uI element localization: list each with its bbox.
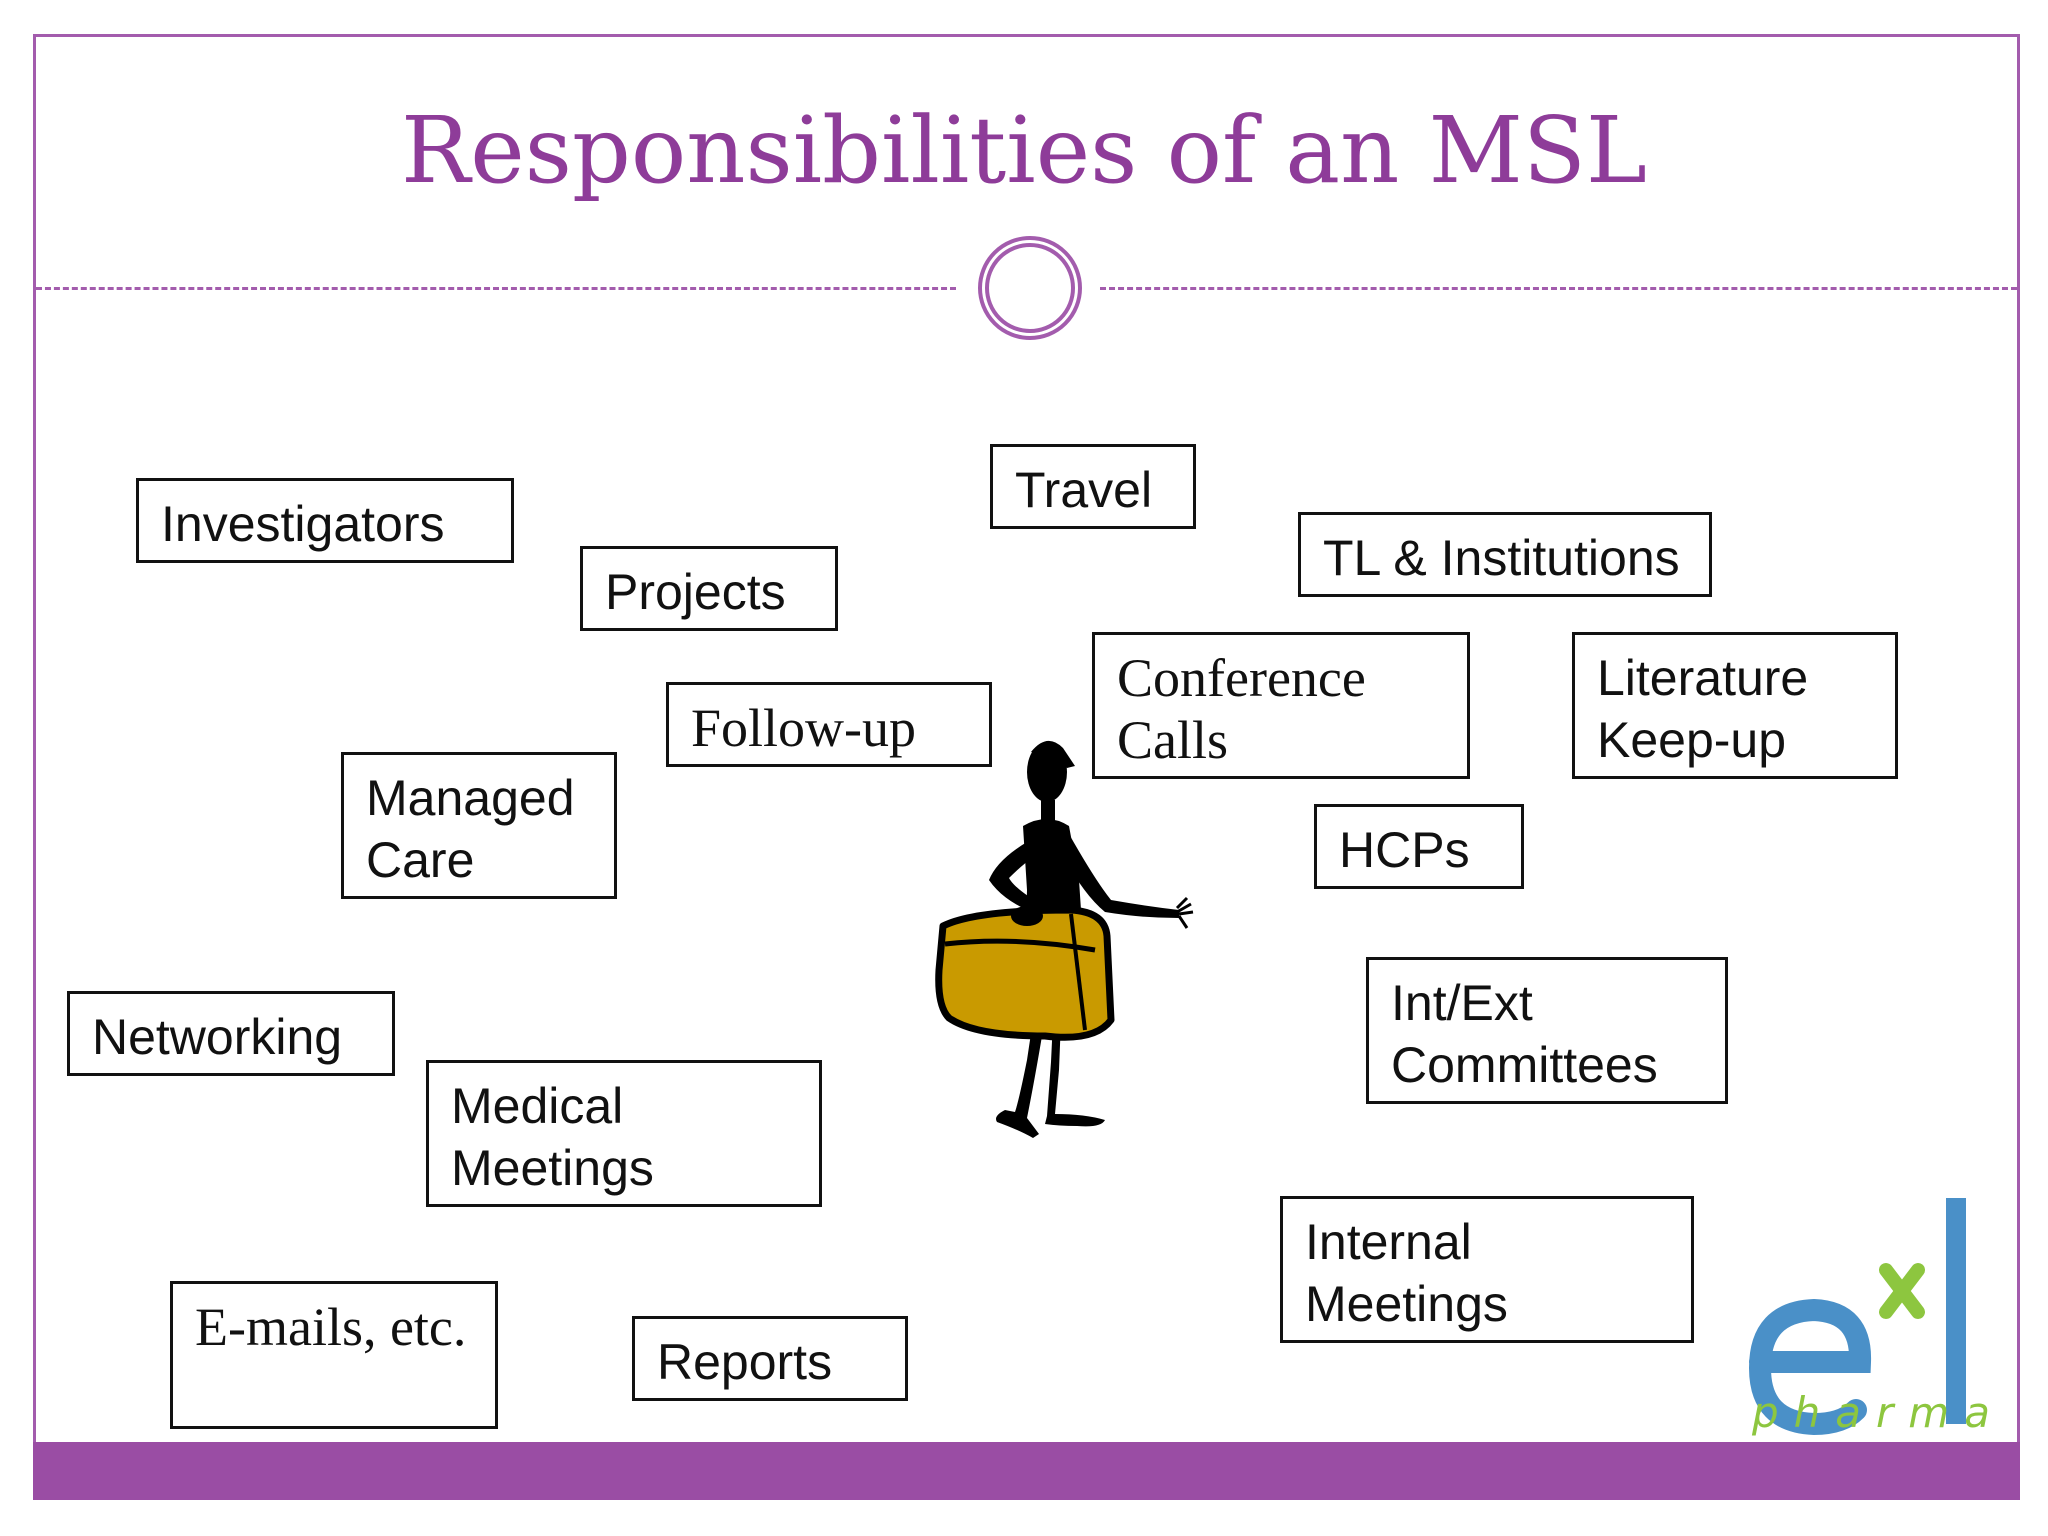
- box-conference-calls: Conference Calls: [1092, 632, 1470, 779]
- box-follow-up: Follow-up: [666, 682, 992, 767]
- logo-tagline: pharma: [1752, 1388, 2005, 1437]
- box-internal-meetings: Internal Meetings: [1280, 1196, 1694, 1343]
- circle-ornament-icon: [978, 236, 1082, 340]
- box-networking: Networking: [67, 991, 395, 1076]
- box-travel: Travel: [990, 444, 1196, 529]
- box-investigators: Investigators: [136, 478, 514, 563]
- divider-left: [36, 287, 956, 290]
- box-literature-keep-up: Literature Keep-up: [1572, 632, 1898, 779]
- box-reports: Reports: [632, 1316, 908, 1401]
- box-emails: E-mails, etc.: [170, 1281, 498, 1429]
- slide-title: Responsibilities of an MSL: [401, 97, 1647, 204]
- divider-right: [1100, 287, 2017, 290]
- box-medical-meetings: Medical Meetings: [426, 1060, 822, 1207]
- traveler-with-suitcase-icon: [935, 740, 1194, 1138]
- box-projects: Projects: [580, 546, 838, 631]
- bottom-bar: [33, 1442, 2020, 1500]
- box-hcps: HCPs: [1314, 804, 1524, 889]
- box-int-ext-committees: Int/Ext Committees: [1366, 957, 1728, 1104]
- box-managed-care: Managed Care: [341, 752, 617, 899]
- box-tl-institutions: TL & Institutions: [1298, 512, 1712, 597]
- exl-logo-icon: [1748, 1198, 1966, 1436]
